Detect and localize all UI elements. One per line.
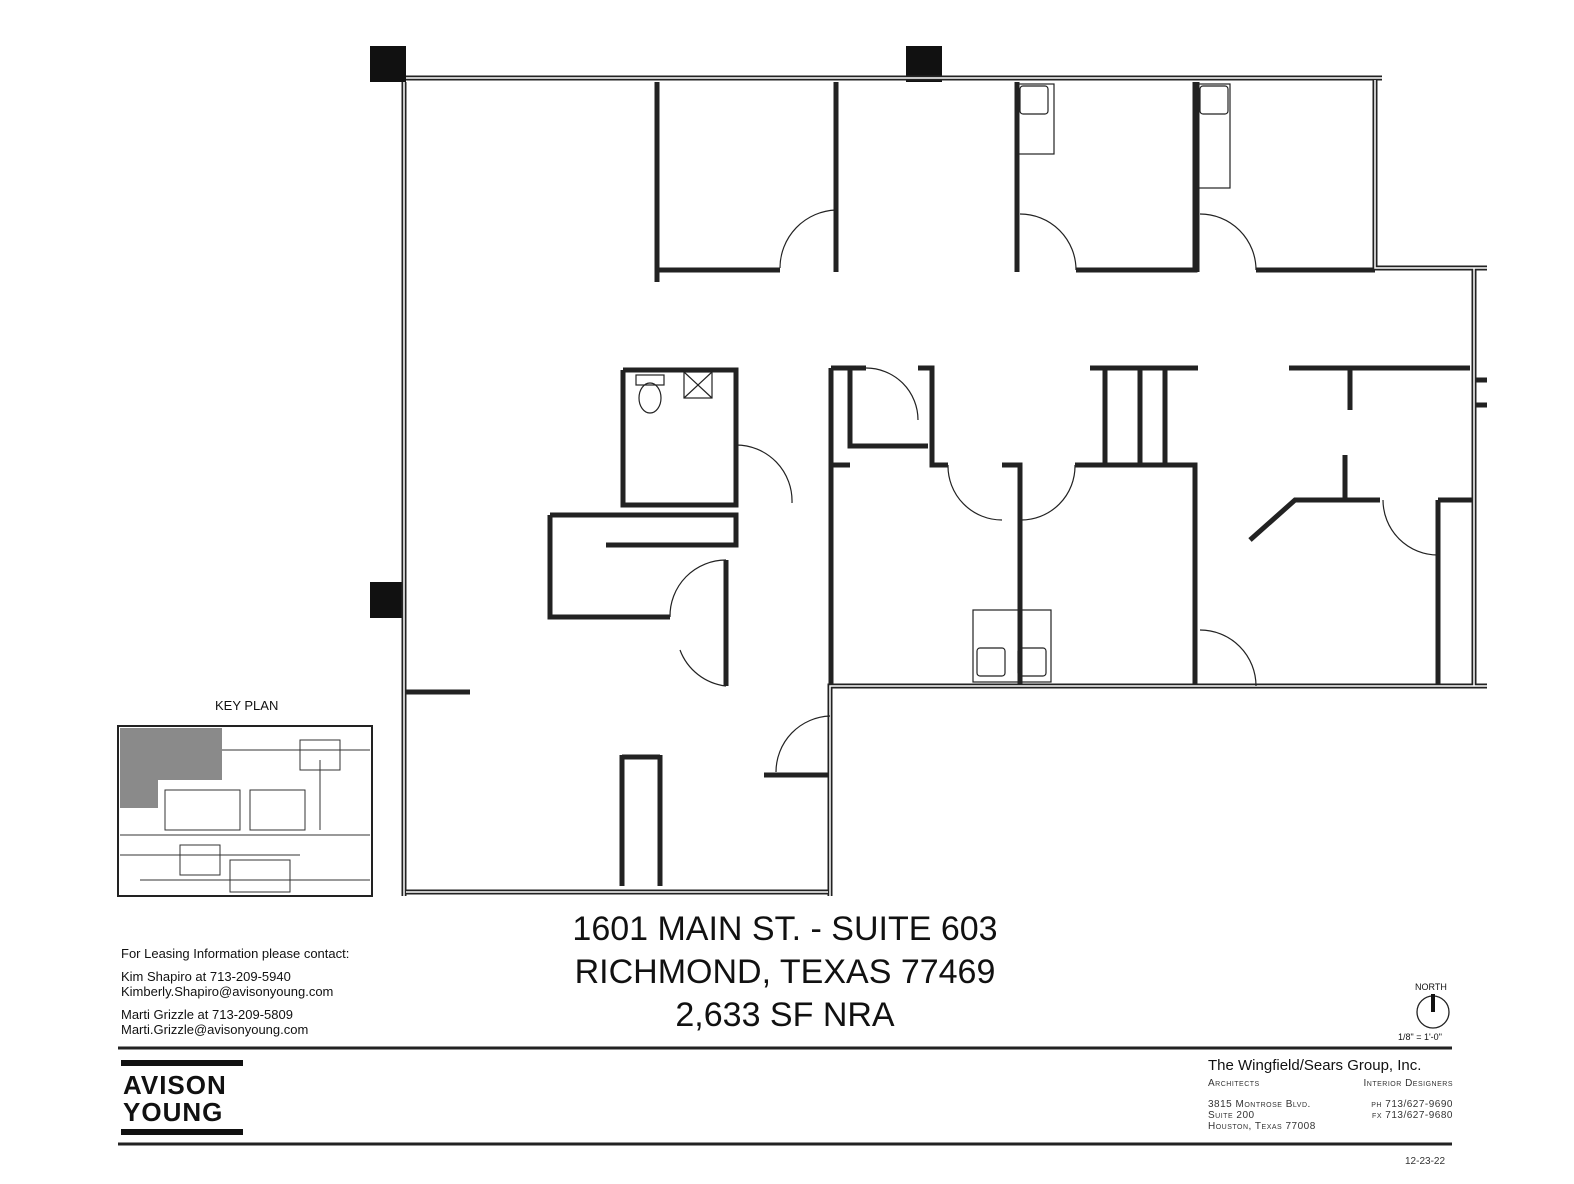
role-interior: Interior Designers (1363, 1078, 1453, 1089)
role-architects: Architects (1208, 1078, 1260, 1089)
logo-line1: AVISON (123, 1070, 227, 1100)
fixtures (635, 83, 1231, 683)
firm-phone: ph 713/627-9690 (1371, 1099, 1453, 1110)
door-swings (669, 209, 1439, 773)
leasing-contact: For Leasing Information please contact: … (121, 946, 349, 1045)
contact-heading: For Leasing Information please contact: (121, 946, 350, 961)
firm-address2: Suite 200 (1208, 1110, 1255, 1121)
key-plan-label: KEY PLAN (215, 698, 279, 713)
logo-line2: YOUNG (123, 1097, 224, 1127)
property-title: 1601 MAIN ST. - SUITE 603 RICHMOND, TEXA… (480, 908, 1090, 1037)
city-line: RICHMOND, TEXAS 77469 (574, 953, 996, 991)
drawing-date: 12-23-22 (1405, 1156, 1446, 1167)
walls-outer (401, 75, 1487, 896)
agent-phone: Kim Shapiro at 713-209-5940 (121, 969, 291, 984)
agent-email[interactable]: Marti.Grizzle@avisonyoung.com (121, 1022, 309, 1037)
address-line: 1601 MAIN ST. - SUITE 603 (572, 910, 998, 948)
firm-address3: Houston, Texas 77008 (1208, 1121, 1316, 1132)
title-block-rules (118, 1046, 1452, 1146)
firm-name: The Wingfield/Sears Group, Inc. (1208, 1057, 1422, 1074)
key-plan (117, 725, 373, 897)
firm-fax: fx 713/627-9680 (1372, 1110, 1453, 1121)
north-arrow-icon (1416, 994, 1450, 1029)
area-line: 2,633 SF NRA (675, 996, 895, 1034)
structural-columns (370, 46, 942, 618)
agent-email[interactable]: Kimberly.Shapiro@avisonyoung.com (121, 984, 334, 999)
architect-block: The Wingfield/Sears Group, Inc. Architec… (1208, 1057, 1453, 1132)
scale-label: 1/8" = 1'-0" (1398, 1032, 1442, 1042)
firm-address1: 3815 Montrose Blvd. (1208, 1099, 1311, 1110)
agent-phone: Marti Grizzle at 713-209-5809 (121, 1007, 293, 1022)
north-label: NORTH (1415, 982, 1447, 992)
walls-inner (403, 77, 1487, 896)
